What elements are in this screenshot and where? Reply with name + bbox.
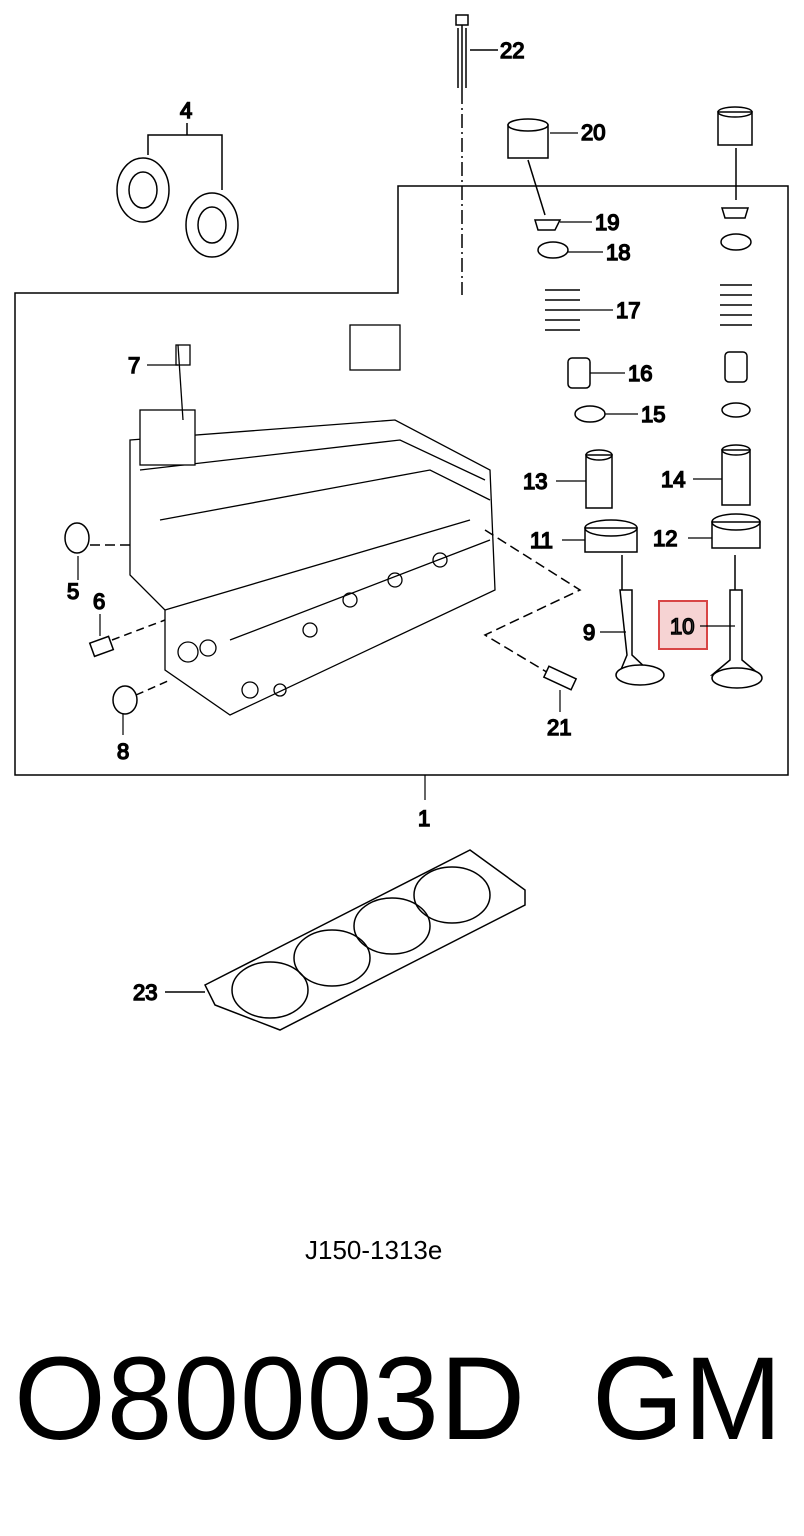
callout-18: 18 [606, 240, 630, 265]
callout-7: 7 [128, 353, 140, 378]
callout-13: 13 [523, 469, 547, 494]
callout-23: 23 [133, 980, 157, 1005]
brand-name: GM [592, 1333, 783, 1465]
callout-5: 5 [67, 579, 79, 604]
camshaft-seals-4 [116, 123, 239, 258]
valve-train-exhaust [709, 106, 763, 689]
highlight-box-part-10 [658, 600, 708, 650]
cylinder-head-block [129, 324, 496, 716]
callout-9: 9 [583, 620, 595, 645]
callout-22: 22 [500, 38, 524, 63]
callout-19: 19 [595, 210, 619, 235]
callout-17: 17 [616, 298, 640, 323]
callout-20: 20 [581, 120, 605, 145]
callout-8: 8 [117, 739, 129, 764]
stud-6 [88, 619, 166, 658]
callout-11: 11 [530, 528, 553, 553]
callout-15: 15 [641, 402, 665, 427]
callout-6: 6 [93, 589, 105, 614]
drawing-code: J150-1313e [305, 1235, 443, 1265]
plug-5 [64, 522, 130, 554]
cap-8 [112, 679, 171, 715]
callout-10: 10 [670, 614, 694, 639]
valve-train-intake [507, 118, 665, 686]
callout-21: 21 [547, 715, 571, 740]
callout-14: 14 [661, 467, 685, 492]
callout-16: 16 [628, 361, 652, 386]
callout-4: 4 [180, 98, 192, 123]
leader-lines [77, 132, 735, 800]
stud-21 [483, 529, 582, 691]
head-gasket-23 [165, 849, 526, 1031]
assembly-frame [14, 185, 789, 776]
callout-12: 12 [653, 526, 677, 551]
callout-1: 1 [418, 806, 430, 831]
head-bolt-22 [455, 14, 498, 295]
part-number: O80003D [14, 1333, 527, 1465]
